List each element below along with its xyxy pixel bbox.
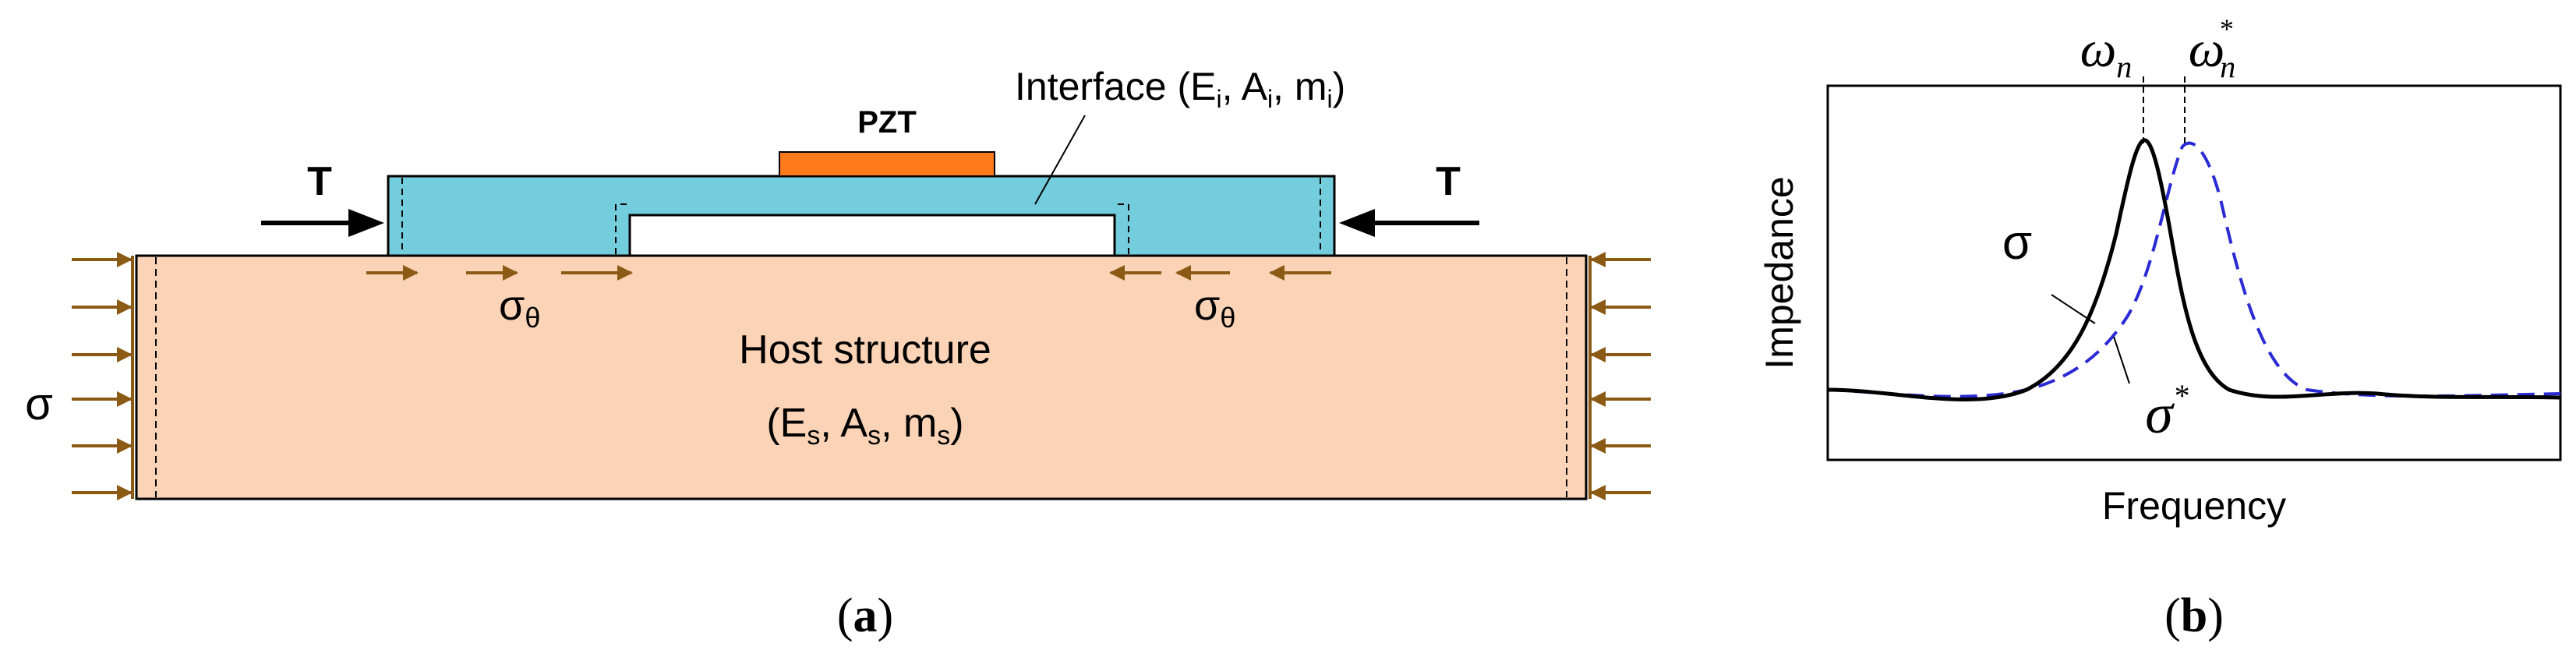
interface-cavity: [628, 214, 1116, 257]
pzt-patch: [779, 151, 995, 177]
host-properties-label: (Es, As, ms): [766, 401, 963, 451]
shifted-peak-label: ω*n: [2189, 13, 2236, 84]
tension-arrow-left: [261, 209, 384, 237]
shifted-curve-label: σ*: [2145, 378, 2189, 445]
peak-label: ωn: [2080, 21, 2133, 84]
interface-leader-line: [1034, 115, 1086, 205]
panel-a: PZT Interface (Ei, Ai, mi) T T σθ: [25, 65, 1651, 642]
tension-label-right: T: [1436, 159, 1461, 204]
shifted-curve-leader-line: [2113, 336, 2130, 384]
curve-label: σ: [2002, 216, 2032, 270]
tension-arrow-right: [1339, 209, 1479, 237]
shear-stress-label-left: σθ: [499, 282, 540, 334]
host-structure: [135, 254, 1588, 500]
x-axis-label: Frequency: [2102, 484, 2286, 528]
caption-a: (a): [837, 589, 893, 642]
host-structure-label: Host structure: [739, 327, 991, 373]
applied-stress-label: σ: [25, 379, 53, 430]
plot-frame: [1826, 84, 2562, 461]
interface-label: Interface (Ei, Ai, mi): [1015, 65, 1345, 113]
pzt-label: PZT: [857, 105, 917, 140]
tension-label-left: T: [307, 159, 332, 204]
shear-stress-label-right: σθ: [1194, 282, 1235, 334]
curve-leader-line: [2051, 294, 2096, 324]
panel-b: ωn ω*n σ σ* Frequency Impedance (b): [1758, 13, 2562, 642]
applied-stress-arrows-left: [72, 252, 134, 500]
applied-stress-arrows-right: [1588, 252, 1651, 500]
impedance-curve: [1827, 138, 2561, 401]
y-axis-label: Impedance: [1758, 176, 1801, 369]
caption-b: (b): [2164, 589, 2224, 642]
interface-dash-3: [615, 203, 630, 254]
interface-dash-4: [1115, 203, 1129, 254]
